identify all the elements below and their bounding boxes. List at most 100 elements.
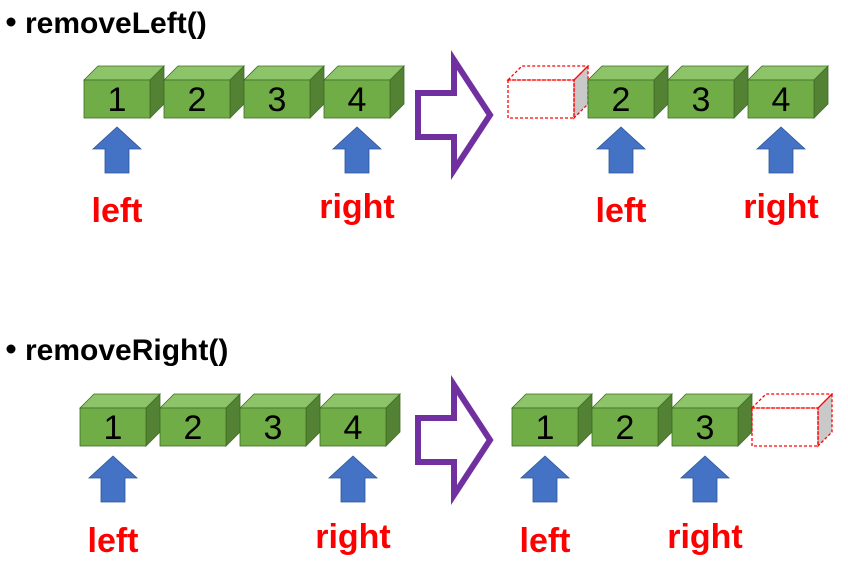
deque-cell: 4 [747, 65, 829, 119]
section-remove-left: removeLeft() 1 2 3 4 left right 2 3 4 left right [6, 7, 829, 230]
removed-cell-front [751, 407, 819, 447]
cell-top [163, 65, 245, 81]
cell-front [243, 79, 311, 119]
transition-arrow-icon [415, 374, 494, 506]
cell-value: 3 [264, 409, 283, 447]
pointer-label: left [596, 192, 647, 230]
pointer-label: left [92, 192, 143, 230]
section-remove-right: removeRight() 1 2 3 4 left right 1 2 3 left right [6, 334, 834, 560]
cell-top [671, 393, 753, 409]
after-deque: 2 3 4 left right [506, 64, 829, 230]
bullet-point [6, 17, 16, 27]
outline-right-arrow [415, 49, 494, 181]
cell-value: 4 [344, 409, 363, 447]
up-arrow-icon [91, 126, 143, 174]
pointer-label: right [667, 518, 743, 556]
cell-value: 3 [692, 81, 711, 119]
cell-front [591, 407, 659, 447]
deque-cell: 3 [243, 65, 325, 119]
bullet-point [6, 344, 16, 354]
cell-top [243, 65, 325, 81]
deque-cell: 3 [239, 393, 321, 447]
after-deque: 1 2 3 left right [511, 392, 834, 560]
outline-right-arrow [415, 374, 494, 506]
cell-front [159, 407, 227, 447]
section-title: removeRight() [25, 334, 228, 367]
pointer-right: right [743, 126, 819, 226]
pointer-left: left [91, 126, 143, 230]
pointer-right: right [667, 455, 743, 556]
pointer-left: left [595, 126, 647, 230]
cell-value: 3 [696, 409, 715, 447]
cell-front [319, 407, 387, 447]
transition-arrow-icon [415, 49, 494, 181]
cell-top [511, 393, 593, 409]
cell-value: 1 [104, 409, 123, 447]
up-arrow-icon [519, 455, 571, 503]
pointer-label: left [88, 522, 139, 560]
cell-value: 2 [184, 409, 203, 447]
pointer-left: left [519, 455, 571, 560]
cell-front [667, 79, 735, 119]
cell-top [587, 65, 669, 81]
cell-top [79, 393, 161, 409]
up-arrow-icon [327, 455, 379, 503]
before-deque: 1 2 3 4 left right [79, 393, 401, 560]
cell-value: 1 [108, 81, 127, 119]
cell-front [671, 407, 739, 447]
cell-value: 4 [348, 81, 367, 119]
pointer-right: right [315, 455, 391, 556]
removed-cell-top [506, 65, 590, 81]
pointer-label: right [743, 188, 819, 226]
cell-value: 2 [616, 409, 635, 447]
up-arrow-icon [87, 455, 139, 503]
deque-cell: 3 [671, 393, 753, 447]
cell-top [239, 393, 321, 409]
before-deque: 1 2 3 4 left right [83, 65, 405, 230]
cell-top [667, 65, 749, 81]
deque-cell: 2 [159, 393, 241, 447]
cell-front [323, 79, 391, 119]
up-arrow-icon [679, 455, 731, 503]
cell-value: 1 [536, 409, 555, 447]
cell-top [591, 393, 673, 409]
deque-cell: 1 [79, 393, 161, 447]
deque-cell: 3 [667, 65, 749, 119]
up-arrow-icon [755, 126, 807, 174]
pointer-label: right [315, 518, 391, 556]
cell-value: 4 [772, 81, 791, 119]
pointer-label: left [520, 522, 571, 560]
pointer-right: right [319, 126, 395, 226]
deque-cell: 2 [163, 65, 245, 119]
cell-value: 2 [612, 81, 631, 119]
deque-cell: 2 [591, 393, 673, 447]
cell-top [323, 65, 405, 81]
cell-front [511, 407, 579, 447]
cell-value: 2 [188, 81, 207, 119]
cell-top [83, 65, 165, 81]
deque-cell: 1 [511, 393, 593, 447]
deque-cell: 4 [323, 65, 405, 119]
cell-front [79, 407, 147, 447]
up-arrow-icon [595, 126, 647, 174]
deque-cell: 2 [587, 65, 669, 119]
removed-cell-front [507, 79, 575, 119]
cell-front [163, 79, 231, 119]
pointer-left: left [87, 455, 139, 560]
pointer-label: right [319, 188, 395, 226]
section-title: removeLeft() [25, 7, 207, 40]
cell-front [747, 79, 815, 119]
cell-top [159, 393, 241, 409]
cell-top [319, 393, 401, 409]
deque-cell: 1 [83, 65, 165, 119]
removed-cell [750, 392, 834, 448]
cell-value: 3 [268, 81, 287, 119]
cell-top [747, 65, 829, 81]
removed-cell-top [750, 393, 834, 409]
cell-front [83, 79, 151, 119]
deque-cell: 4 [319, 393, 401, 447]
cell-front [587, 79, 655, 119]
cell-front [239, 407, 307, 447]
up-arrow-icon [331, 126, 383, 174]
